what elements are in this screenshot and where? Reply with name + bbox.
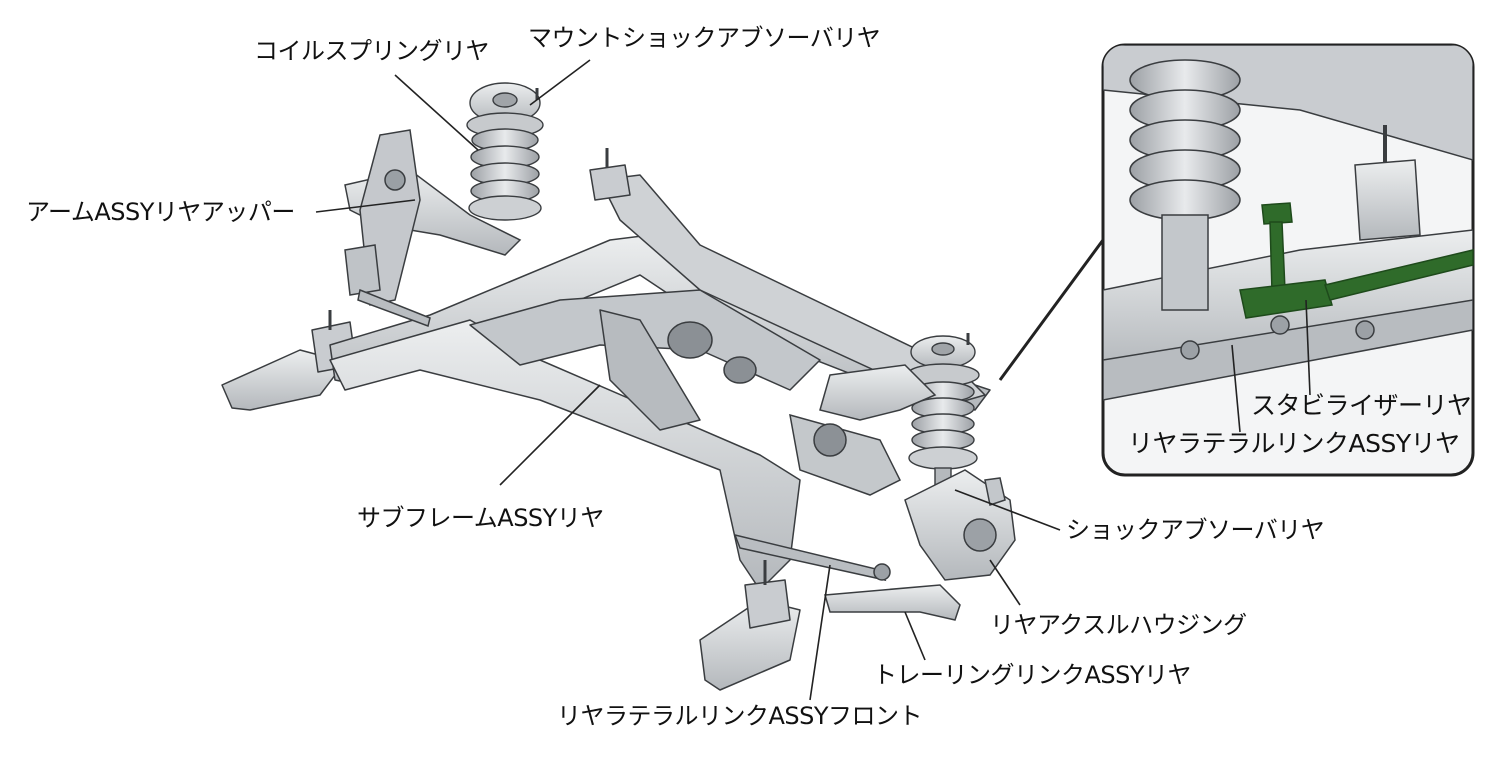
label-rear-lateral-link-assy-rear: リヤラテラルリンクASSYリヤ — [1128, 429, 1460, 458]
label-mount-shock-absorber-rear: マウントショックアブソーバリヤ — [528, 24, 881, 52]
front-left-bushing — [744, 579, 791, 629]
left-upper-arm — [344, 129, 522, 306]
leader-coil-spring — [394, 74, 479, 151]
subframe-assembly — [221, 148, 991, 691]
lateral-link-front — [357, 288, 891, 582]
label-shock-absorber-rear: ショックアブソーバリヤ — [1066, 516, 1325, 544]
label-arm-assy-rear-upper: アームASSYリヤアッパー — [26, 198, 295, 226]
leader-stabilizer — [1305, 299, 1311, 396]
label-subframe-assy-rear: サブフレームASSYリヤ — [357, 504, 604, 532]
leader-lateral-rear — [1231, 344, 1241, 433]
leader-lines — [315, 59, 1311, 701]
leader-mount-shock — [529, 59, 591, 106]
right-side-member — [599, 174, 986, 406]
trailing-link — [824, 584, 961, 621]
label-coil-spring-rear: コイルスプリングリヤ — [254, 37, 490, 65]
label-rear-lateral-link-assy-front: リヤラテラルリンクASSYフロント — [557, 702, 923, 730]
right-upper-arm — [789, 364, 937, 496]
left-mount-plate — [221, 349, 346, 411]
leader-subframe — [499, 384, 601, 486]
label-trailing-link-assy-rear: トレーリングリンクASSYリヤ — [873, 661, 1192, 689]
rear-axle-housing — [904, 469, 1016, 581]
leader-lateral-front — [809, 564, 831, 701]
detail-inset — [1101, 43, 1475, 477]
left-coil-spring — [466, 82, 544, 221]
leader-shock — [954, 489, 1061, 531]
leader-upper-arm — [315, 199, 416, 213]
stabilizer-bar — [1239, 202, 1474, 319]
leader-axle — [989, 559, 1021, 606]
leader-trailing — [904, 611, 926, 661]
label-rear-axle-housing: リヤアクスルハウジング — [990, 611, 1247, 639]
inset-callout-line — [998, 239, 1105, 381]
label-stabilizer-rear: スタビライザーリヤ — [1251, 391, 1472, 420]
